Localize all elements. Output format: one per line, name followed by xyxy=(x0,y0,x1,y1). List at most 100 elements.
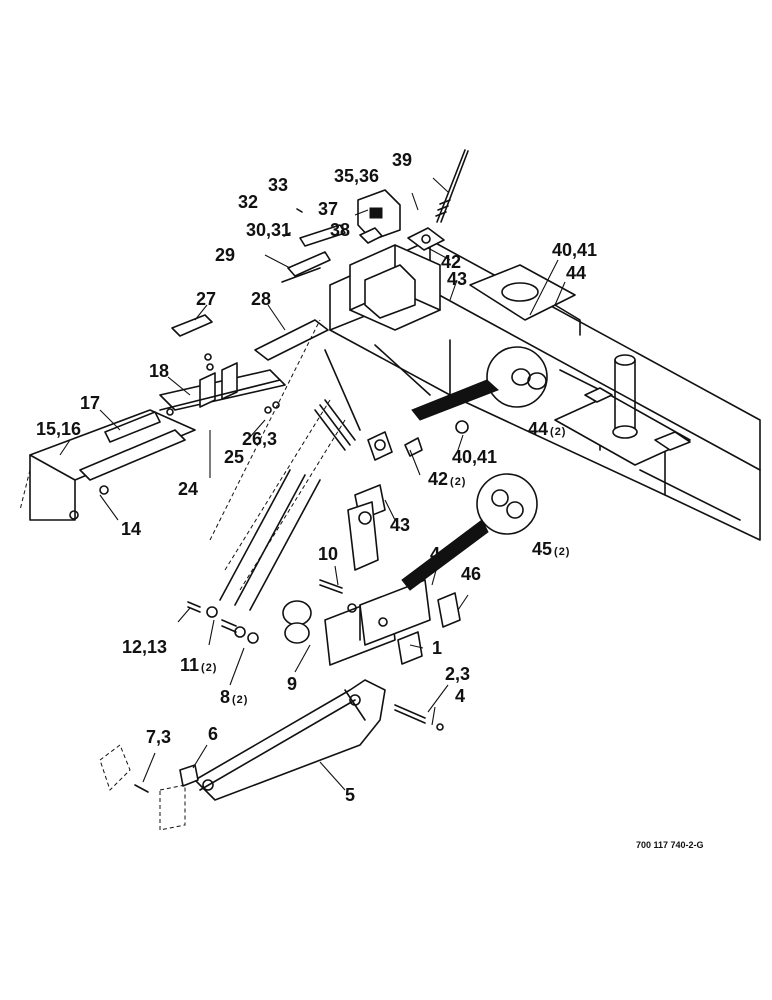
callout-32-text: 37 xyxy=(318,199,339,219)
callout-44-qty-text: (2) xyxy=(550,426,567,438)
long-bolt-34 xyxy=(435,149,469,223)
callout-30-31: 35,36 xyxy=(334,167,379,185)
callout-18: 18 xyxy=(149,362,169,380)
lift-bracket xyxy=(282,579,461,666)
callout-17-text: 17 xyxy=(80,393,101,413)
callout-35-36: 40,41 xyxy=(552,241,599,259)
callout-19-20-21: 24 xyxy=(178,480,198,498)
callout-25-text: 28 xyxy=(251,289,272,309)
callout-8: 8(2) xyxy=(220,688,248,706)
leader-lines xyxy=(59,177,566,791)
callout-43-label: 43 xyxy=(390,515,411,535)
callout-26-3: 29 xyxy=(215,246,235,264)
callout-46: 46 xyxy=(461,565,481,583)
callout-38: 43 xyxy=(447,270,467,288)
callout-10-text: 10 xyxy=(318,544,339,564)
skid-shoe xyxy=(19,362,286,521)
callout-45: 45(2) xyxy=(532,540,570,558)
callout-24-text: 27 xyxy=(196,289,217,309)
callout-4a-text: 4 xyxy=(430,544,441,564)
small-pins xyxy=(187,579,343,644)
callout-35-36-text: 40,41 xyxy=(552,240,598,260)
callout-15-16-text: 15,16 xyxy=(36,419,82,439)
shoe-rollers xyxy=(171,208,346,361)
callout-37-text: 42 xyxy=(441,252,462,272)
callout-46-text: 46 xyxy=(461,564,482,584)
callout-15-16: 15,16 xyxy=(36,420,81,438)
callout-6-text: 6 xyxy=(208,724,219,744)
callout-44: 44(2) xyxy=(528,420,566,438)
callout-23: 26,3 xyxy=(242,430,277,448)
callout-17: 17 xyxy=(80,394,100,412)
callout-14-text: 14 xyxy=(121,519,142,539)
hitch-post xyxy=(469,264,691,466)
callout-1: 1 xyxy=(432,639,442,657)
callout-7-3: 7,3 xyxy=(146,728,171,746)
callout-11-text: 11 xyxy=(180,655,200,675)
callout-28-text: 32 xyxy=(238,192,259,212)
callout-19-20-22-21: 25 xyxy=(224,448,244,466)
callout-33-text: 38 xyxy=(330,220,351,240)
callout-2-3-text: 2,3 xyxy=(445,664,471,684)
callout-4b: 4 xyxy=(455,687,465,705)
callout-34: 39 xyxy=(392,151,412,169)
hydraulic-cylinder xyxy=(347,431,423,571)
detail-magnifier-45 xyxy=(401,473,538,591)
callout-10: 10 xyxy=(318,545,338,563)
callout-43: 43 xyxy=(390,516,410,534)
hardware-nuts xyxy=(69,353,469,731)
callout-33: 38 xyxy=(330,221,350,239)
callout-2-3: 2,3 xyxy=(445,665,470,683)
center-links xyxy=(224,344,431,591)
callout-8-qty: (2) xyxy=(232,694,249,706)
beam-end-housing xyxy=(349,244,441,331)
callout-24: 27 xyxy=(196,290,216,308)
callout-4a: 4 xyxy=(430,545,440,563)
detail-magnifier-44 xyxy=(411,346,548,421)
callout-44-label: 44 xyxy=(528,419,549,439)
callout-12-13-text: 12,13 xyxy=(122,637,168,657)
callout-40-41: 40,41 xyxy=(452,448,497,466)
callout-6: 6 xyxy=(208,725,218,743)
callout-9-text: 9 xyxy=(287,674,298,694)
callout-5-text: 5 xyxy=(345,785,356,805)
callout-19-20-21-text: 24 xyxy=(178,479,199,499)
top-bracket xyxy=(357,189,445,251)
callout-40-41-label: 40,41 xyxy=(452,447,498,467)
callout-38-text: 43 xyxy=(447,269,468,289)
callout-23-text: 26,3 xyxy=(242,429,278,449)
bolt-2-3 xyxy=(394,704,426,724)
callout-42-qty-text: (2) xyxy=(450,476,467,488)
callout-7-3-text: 7,3 xyxy=(146,727,172,747)
callout-42-label: 42 xyxy=(428,469,449,489)
callout-37: 42 xyxy=(441,253,461,271)
callout-26-3-text: 29 xyxy=(215,245,236,265)
drawing-number: 700 117 740-2-G xyxy=(636,840,704,850)
callout-27: 30,31 xyxy=(246,221,291,239)
callout-39: 44 xyxy=(566,264,586,282)
callout-39-text: 44 xyxy=(566,263,587,283)
callout-4b-text: 4 xyxy=(455,686,466,706)
callout-32: 37 xyxy=(318,200,338,218)
callout-14: 14 xyxy=(121,520,141,538)
callout-18-text: 18 xyxy=(149,361,170,381)
callout-11-qty: (2) xyxy=(201,662,218,674)
lower-left-parts xyxy=(99,744,186,831)
callout-5: 5 xyxy=(345,786,355,804)
callout-8-text: 8 xyxy=(220,687,231,707)
callout-11: 11(2) xyxy=(180,656,217,674)
callout-12-13: 12,13 xyxy=(122,638,167,656)
callout-42: 42(2) xyxy=(428,470,466,488)
callout-34-text: 39 xyxy=(392,150,413,170)
callout-27-text: 30,31 xyxy=(246,220,292,240)
lift-arm xyxy=(179,679,386,801)
callout-19-20-22-21-text: 25 xyxy=(224,447,245,467)
guard-strips xyxy=(209,319,321,611)
callout-45-label: 45 xyxy=(532,539,553,559)
callout-45-qty-text: (2) xyxy=(554,546,571,558)
callout-25: 28 xyxy=(251,290,271,308)
callout-30-31-text: 35,36 xyxy=(334,166,380,186)
callout-29: 33 xyxy=(268,176,290,194)
